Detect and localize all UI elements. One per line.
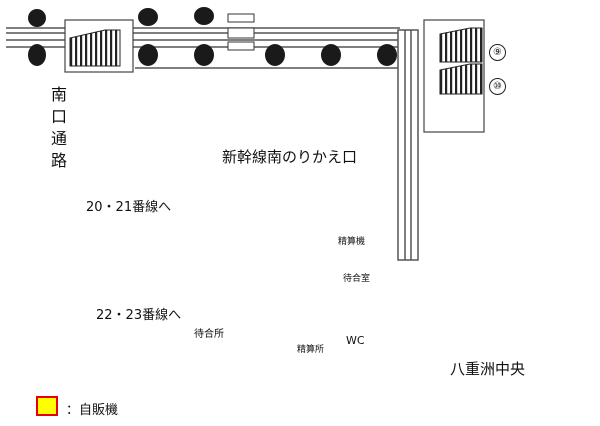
yaesu-central-label: 八重洲中央 [450, 360, 526, 378]
track-9-badge: ⑨ [489, 44, 506, 61]
restroom-label: WC [346, 334, 365, 347]
tracks-22-23-label: 22・23番線へ [96, 308, 182, 323]
pillars-top [28, 7, 397, 66]
legend-vending-label: ：自販機 [66, 403, 119, 418]
escalator-top-left [64, 19, 134, 73]
transfer-gate-label: 新幹線南のりかえ口 [222, 148, 358, 166]
waiting-room-label: 待合室 [343, 274, 371, 284]
tracks-20-21-label: 20・21番線へ [86, 200, 172, 215]
stair-connector-top [227, 13, 255, 51]
south-corridor-label: 南口通路 [50, 85, 67, 170]
right-vertical-corridor [397, 29, 419, 261]
fare-machine-label: 精算機 [338, 237, 366, 247]
fare-office-label: 精算所 [297, 345, 325, 355]
waiting-area-label: 待合所 [194, 329, 224, 340]
track-10-badge: ⑩ [489, 78, 506, 95]
legend-vending-swatch [36, 396, 58, 416]
escalator-tracks-9-10 [423, 19, 485, 133]
